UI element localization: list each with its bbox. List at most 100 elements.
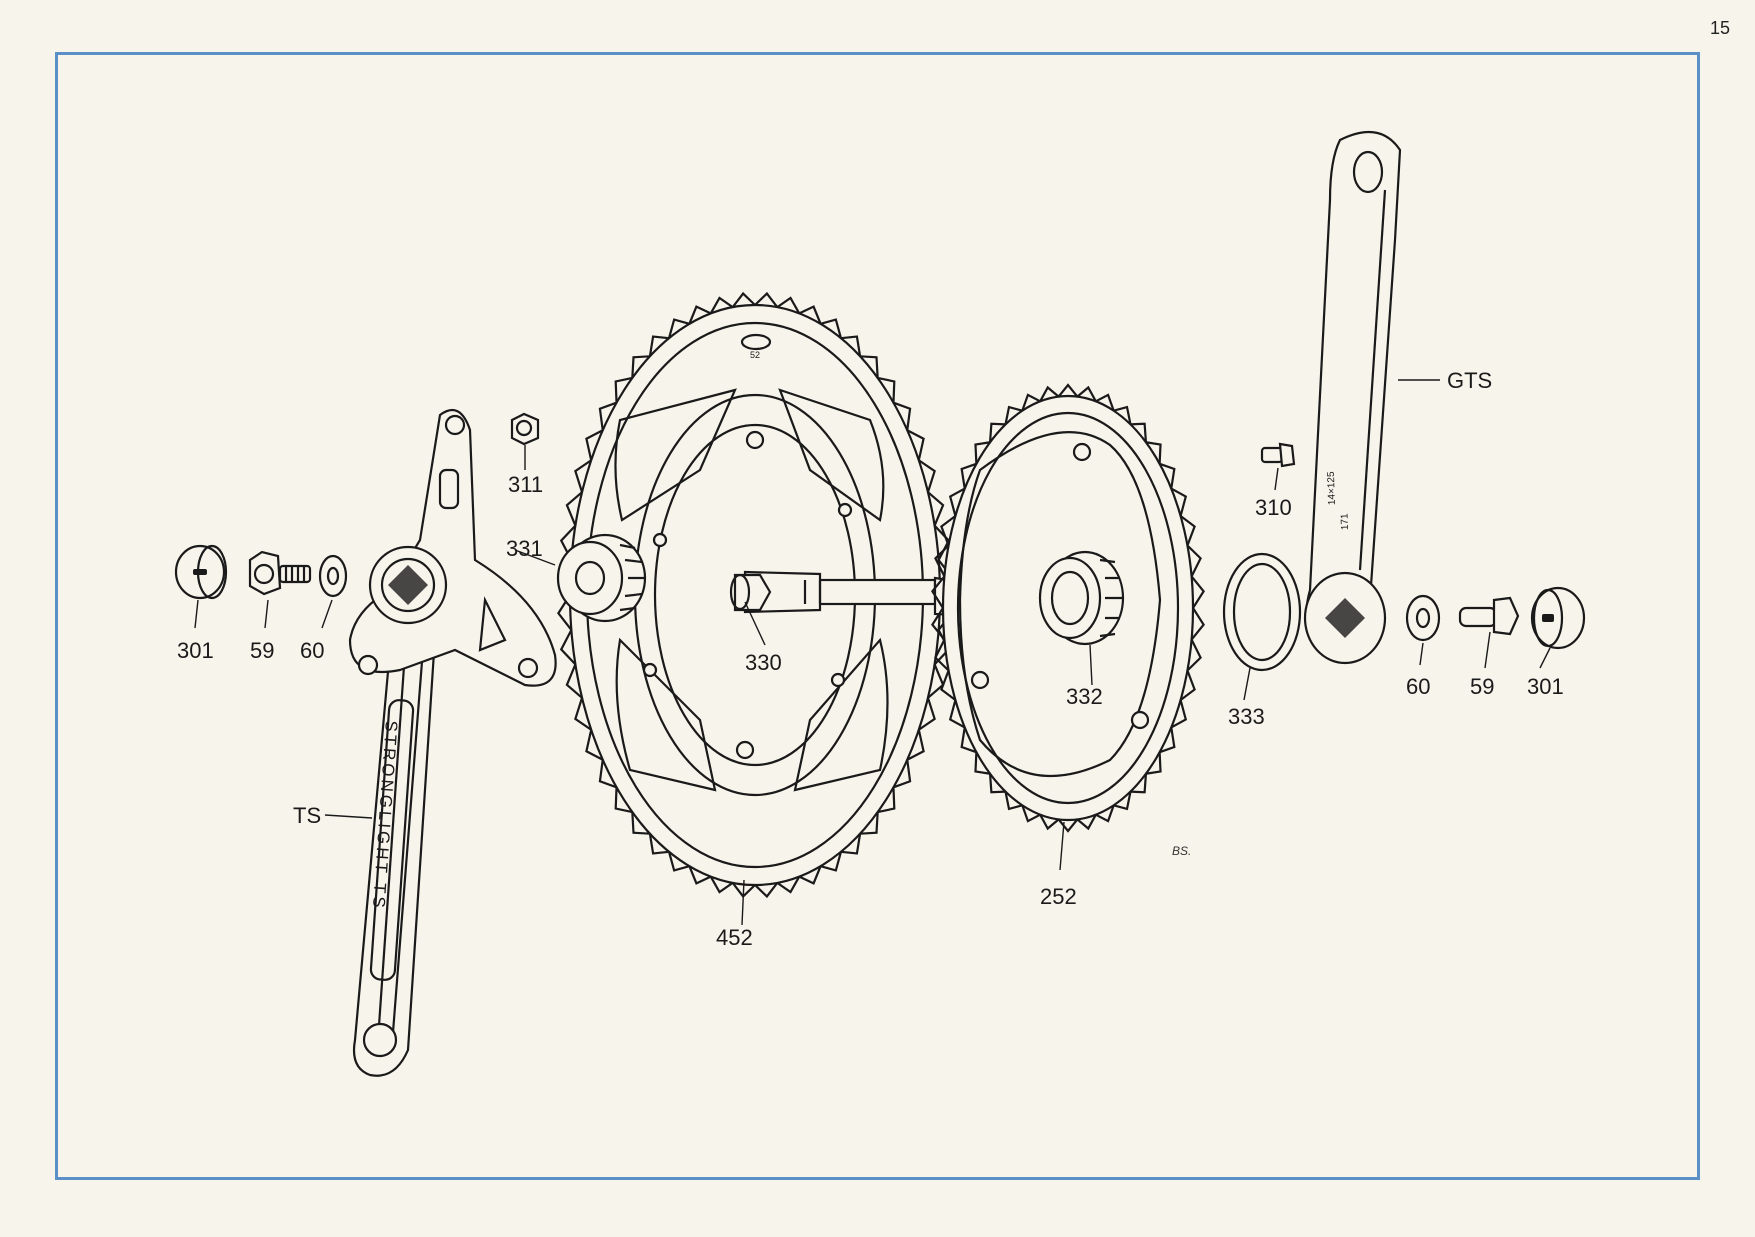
chainring-tooth <box>931 607 946 641</box>
chainring-tooth <box>631 812 650 835</box>
part-59-left-bolt <box>248 550 312 596</box>
chainring-tooth <box>648 335 670 357</box>
chainring-tooth <box>614 376 633 403</box>
chainring-tooth <box>1021 804 1041 823</box>
artist-signature: BS. <box>1172 844 1191 858</box>
chainring-tooth <box>906 429 925 461</box>
part-331-fixing-bolt <box>556 533 647 623</box>
chainring-tooth <box>1130 422 1148 443</box>
part-60-left-washer <box>318 554 348 598</box>
chainring-tooth <box>1159 462 1176 489</box>
chainring-teeth-count: 52 <box>750 350 760 360</box>
chainring-252-teeth <box>931 383 1205 833</box>
chainring-tooth <box>860 812 879 835</box>
chainring-tooth <box>1190 607 1205 641</box>
chainring-tooth <box>918 697 936 731</box>
chainring-tooth <box>798 305 822 325</box>
label-301-right: 301 <box>1527 674 1564 699</box>
chainring-tooth <box>877 376 896 403</box>
chainring-tooth <box>776 876 801 894</box>
chainring-tooth <box>1039 385 1060 402</box>
chainring-tooth <box>1190 575 1205 609</box>
chainring-tooth <box>948 699 966 729</box>
left-crank-arm: STRONGLIGHT TS <box>348 408 557 1077</box>
chainring-tooth <box>1113 791 1132 811</box>
part-301-right-dust-cap <box>1530 586 1586 650</box>
label-252: 252 <box>1040 884 1077 909</box>
chainring-tooth <box>974 752 991 775</box>
label-60-left: 60 <box>300 638 324 663</box>
chainring-tooth <box>940 515 957 546</box>
chainring-tooth <box>585 429 604 461</box>
chainring-tooth <box>860 355 879 378</box>
chainring-tooth <box>631 355 650 378</box>
label-330: 330 <box>745 650 782 675</box>
label-gts: GTS <box>1447 368 1492 393</box>
chainring-tooth <box>1159 727 1176 754</box>
chainring-tooth <box>1186 544 1202 577</box>
chainring-tooth <box>840 335 862 357</box>
chainring-tooth <box>709 876 734 894</box>
part-332-bearing-cup <box>1038 550 1125 646</box>
chainring-tooth <box>798 865 822 885</box>
part-311-chainring-bolt <box>510 412 540 446</box>
chainring-tooth <box>1130 773 1148 794</box>
chainring-tooth <box>614 787 633 814</box>
page-number: 15 <box>1710 18 1731 38</box>
chainring-tooth <box>574 459 592 493</box>
chainring-tooth <box>893 401 912 431</box>
leader-lines <box>194 379 1551 926</box>
chainring-tooth <box>988 773 1006 794</box>
label-331: 331 <box>506 536 543 561</box>
chainring-tooth <box>988 422 1006 443</box>
part-59-right-bolt <box>1458 596 1520 636</box>
chainring-tooth <box>776 296 801 314</box>
part-60-right-washer <box>1405 594 1441 642</box>
chainring-tooth <box>754 882 779 899</box>
chainring-tooth <box>1095 393 1115 412</box>
chainring-tooth <box>960 462 977 489</box>
crank-right-inscription-2: 171 <box>1339 513 1351 530</box>
figure-frame <box>55 52 1700 1180</box>
label-60-right: 60 <box>1406 674 1430 699</box>
chainring-tooth <box>1179 670 1196 701</box>
label-301-left: 301 <box>177 638 214 663</box>
chainring-tooth <box>934 544 950 577</box>
chainring-tooth <box>820 318 843 339</box>
label-ts: TS <box>293 803 321 828</box>
part-310-bolt <box>1260 442 1296 468</box>
right-crank-arm: 14×125 171 <box>1303 130 1402 665</box>
chainring-tooth <box>598 401 617 431</box>
chainring-tooth <box>948 487 966 517</box>
chainring-tooth <box>840 833 862 855</box>
chainring-tooth <box>574 697 592 731</box>
chainring-tooth <box>934 639 950 672</box>
chainring-tooth <box>1076 814 1097 831</box>
chainring-tooth <box>688 305 712 325</box>
chainring-tooth <box>877 787 896 814</box>
chainring-tooth <box>1113 405 1132 425</box>
chainring-tooth <box>960 727 977 754</box>
chainring-tooth <box>754 291 779 308</box>
chainring-tooth <box>931 575 946 609</box>
chainring-tooth <box>974 441 991 464</box>
label-332: 332 <box>1066 684 1103 709</box>
label-59-right: 59 <box>1470 674 1494 699</box>
chainring-tooth <box>598 759 617 789</box>
chainring-tooth <box>1057 818 1079 833</box>
chainring-tooth <box>1145 441 1162 464</box>
chainring-tooth <box>1021 393 1041 412</box>
chainring-tooth <box>893 759 912 789</box>
chainring-tooth <box>1095 804 1115 823</box>
chainring-tooth <box>1004 405 1023 425</box>
chainring-tooth <box>565 491 583 527</box>
chainring-tooth <box>667 851 690 872</box>
chainring-tooth <box>1057 383 1079 398</box>
chainring-tooth <box>906 729 925 761</box>
chainring-tooth <box>667 318 690 339</box>
chainring-tooth <box>648 833 670 855</box>
chainring-tooth <box>731 291 756 308</box>
chainring-tooth <box>1145 752 1162 775</box>
chainring-tooth <box>1170 699 1188 729</box>
